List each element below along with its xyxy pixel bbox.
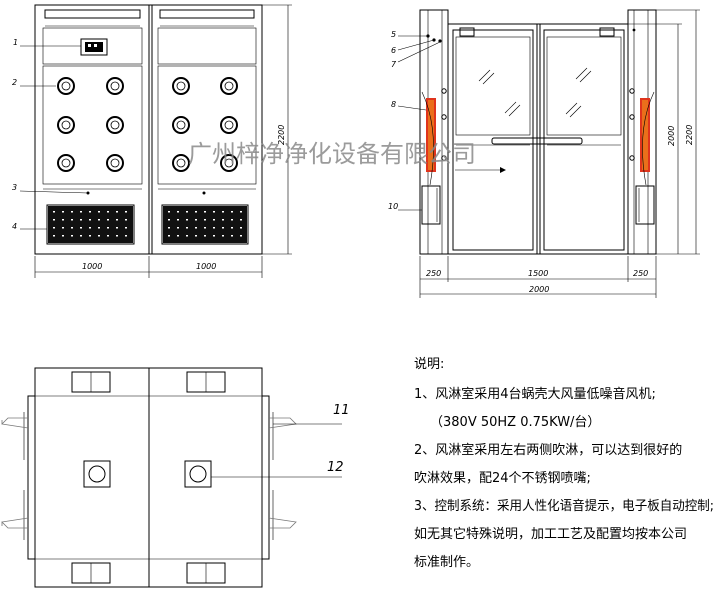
nozzle-icon <box>57 77 75 95</box>
dim-total-width: 2000 <box>529 285 549 294</box>
notes-line-5: 3、控制系统：采用人性化语音提示，电子板自动控制; <box>414 498 714 514</box>
nozzle-icon <box>172 77 190 95</box>
front-view: 1 2 3 4 1000 1000 2200 <box>12 4 292 278</box>
callout-11: 11 <box>333 403 350 418</box>
dim-left-width: 1000 <box>82 262 102 271</box>
control-display-box <box>80 38 108 56</box>
nozzle-icon <box>220 154 238 172</box>
right-indicator-dot <box>202 191 206 195</box>
notes-line-2: （380V 50HZ 0.75KW/台） <box>430 415 600 430</box>
nozzle-icon <box>172 154 190 172</box>
left-nozzle-panel <box>42 65 143 185</box>
nozzle-icon <box>106 154 124 172</box>
notes-line-1: 1、风淋室采用4台蜗壳大风量低噪音风机; <box>414 386 656 402</box>
right-upper-panel <box>157 27 257 65</box>
right-top-header <box>159 9 255 19</box>
right-door-closer <box>599 27 615 37</box>
right-door-leaf <box>543 29 625 251</box>
nozzle-array <box>57 77 238 172</box>
callout-1: 1 <box>13 38 18 47</box>
dim-front-height: 2200 <box>277 125 286 145</box>
door-handle-bar <box>491 137 583 145</box>
dim-side-height-inner: 2000 <box>667 126 676 146</box>
plan-right-floor-fan <box>184 460 212 488</box>
notes-line-3: 2、风淋室采用左右两侧吹淋，可以达到很好的 <box>414 442 682 458</box>
notes-line-4: 吹淋效果，配24个不锈钢喷嘴; <box>414 471 591 486</box>
left-return-grille <box>46 204 135 245</box>
notes-line-6: 如无其它特殊说明，加工工艺及配置均按本公司 <box>414 526 687 542</box>
door-frame <box>447 23 629 255</box>
side-view: 5 6 7 8 10 2200 2000 250 1500 250 2000 <box>388 9 700 298</box>
plan-left-floor-fan <box>83 460 111 488</box>
callout-10: 10 <box>388 202 398 211</box>
dim-right-width: 1000 <box>196 262 216 271</box>
right-fan-unit <box>635 185 655 225</box>
grille-holes <box>48 206 247 243</box>
plan-left-door <box>27 395 36 560</box>
plan-right-door <box>261 395 270 560</box>
dim-left-wing: 250 <box>426 269 441 278</box>
nozzle-icon <box>57 116 75 134</box>
callout-8: 8 <box>391 100 396 109</box>
dim-right-wing: 250 <box>633 269 648 278</box>
nozzle-icon <box>220 116 238 134</box>
dim-side-height-outer: 2200 <box>685 125 694 145</box>
nozzle-icon <box>172 116 190 134</box>
plan-left-handle-top <box>1 417 29 429</box>
left-fan-unit <box>421 185 441 225</box>
company-watermark: 广州梓净净化设备有限公司 <box>188 140 476 168</box>
plan-view: 11 12 <box>1 367 350 588</box>
callout-2: 2 <box>12 78 17 87</box>
notes-block: 说明: 1、风淋室采用4台蜗壳大风量低噪音风机; （380V 50HZ 0.75… <box>414 357 714 570</box>
left-door-leaf <box>452 29 534 251</box>
nozzle-icon <box>57 154 75 172</box>
right-door-glass <box>546 36 622 136</box>
notes-title: 说明: <box>414 357 444 372</box>
left-top-header <box>44 9 141 19</box>
callout-6: 6 <box>391 46 396 55</box>
left-door-glass <box>455 36 531 136</box>
plan-right-handle-top <box>268 417 297 429</box>
callout-7: 7 <box>391 60 397 69</box>
callout-4: 4 <box>12 222 17 231</box>
callout-5: 5 <box>391 30 396 39</box>
nozzle-icon <box>106 77 124 95</box>
callout-12: 12 <box>327 460 344 475</box>
nozzle-icon <box>106 116 124 134</box>
nozzle-icon <box>220 77 238 95</box>
callout-3: 3 <box>12 183 17 192</box>
notes-line-7: 标准制作。 <box>414 555 479 570</box>
dim-center: 1500 <box>528 269 548 278</box>
plan-left-handle-bottom <box>1 517 29 529</box>
right-return-grille <box>161 204 249 245</box>
right-nozzle-panel <box>157 65 257 185</box>
left-door-closer <box>459 27 475 37</box>
plan-right-handle-bottom <box>268 517 297 529</box>
